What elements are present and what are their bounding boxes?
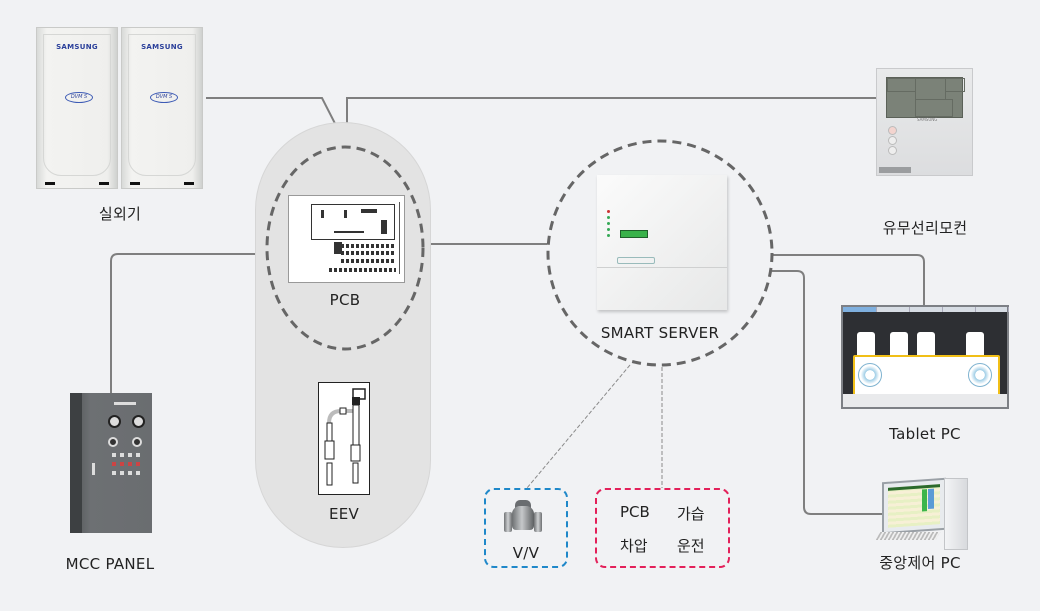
- model-badge: DVM S: [150, 92, 178, 103]
- brand-label: SAMSUNG: [141, 43, 183, 51]
- connector-mcc-pcb: [110, 253, 267, 400]
- valve-icon: [501, 498, 545, 536]
- function-item-differential-pressure: 차압: [620, 537, 648, 555]
- function-item-humidify: 가습: [677, 505, 705, 523]
- eev-label: EEV: [328, 505, 360, 523]
- model-badge: DVM S: [65, 92, 93, 103]
- pcb-ring: [265, 145, 425, 351]
- valve-label: V/V: [512, 544, 540, 562]
- connector-server-valve: [526, 364, 631, 489]
- outdoor-unit-2: SAMSUNG DVM S: [121, 27, 203, 189]
- function-item-pcb: PCB: [620, 503, 650, 521]
- server-ring: [546, 139, 774, 367]
- tablet-icon: [841, 305, 1009, 409]
- server-icon: [597, 175, 727, 310]
- expansion-valve-icon: [318, 382, 370, 495]
- desktop-pc-icon: [875, 477, 968, 550]
- outdoor-unit-1: SAMSUNG DVM S: [36, 27, 118, 189]
- mcc-panel-label: MCC PANEL: [65, 555, 155, 573]
- central-pc-label: 중앙제어 PC: [879, 554, 961, 572]
- valve-box: [484, 488, 568, 568]
- remote-controller-label: 유무선리모컨: [882, 219, 968, 237]
- smart-server-label: SMART SERVER: [600, 324, 720, 342]
- control-panel-icon: [70, 393, 152, 533]
- outdoor-unit-label: 실외기: [98, 205, 142, 223]
- connector-server-tablet: [772, 254, 925, 305]
- function-box: [595, 488, 730, 568]
- pcb-label: PCB: [329, 291, 361, 309]
- connector-server-central-pc: [772, 270, 882, 515]
- brand-label: SAMSUNG: [56, 43, 98, 51]
- circuit-board-icon: [288, 195, 405, 283]
- tablet-pc-label: Tablet PC: [889, 425, 961, 443]
- function-item-operation: 운전: [677, 537, 705, 555]
- brand-label: SAMSUNG: [917, 117, 938, 122]
- remote-controller-icon: SAMSUNG: [876, 68, 973, 176]
